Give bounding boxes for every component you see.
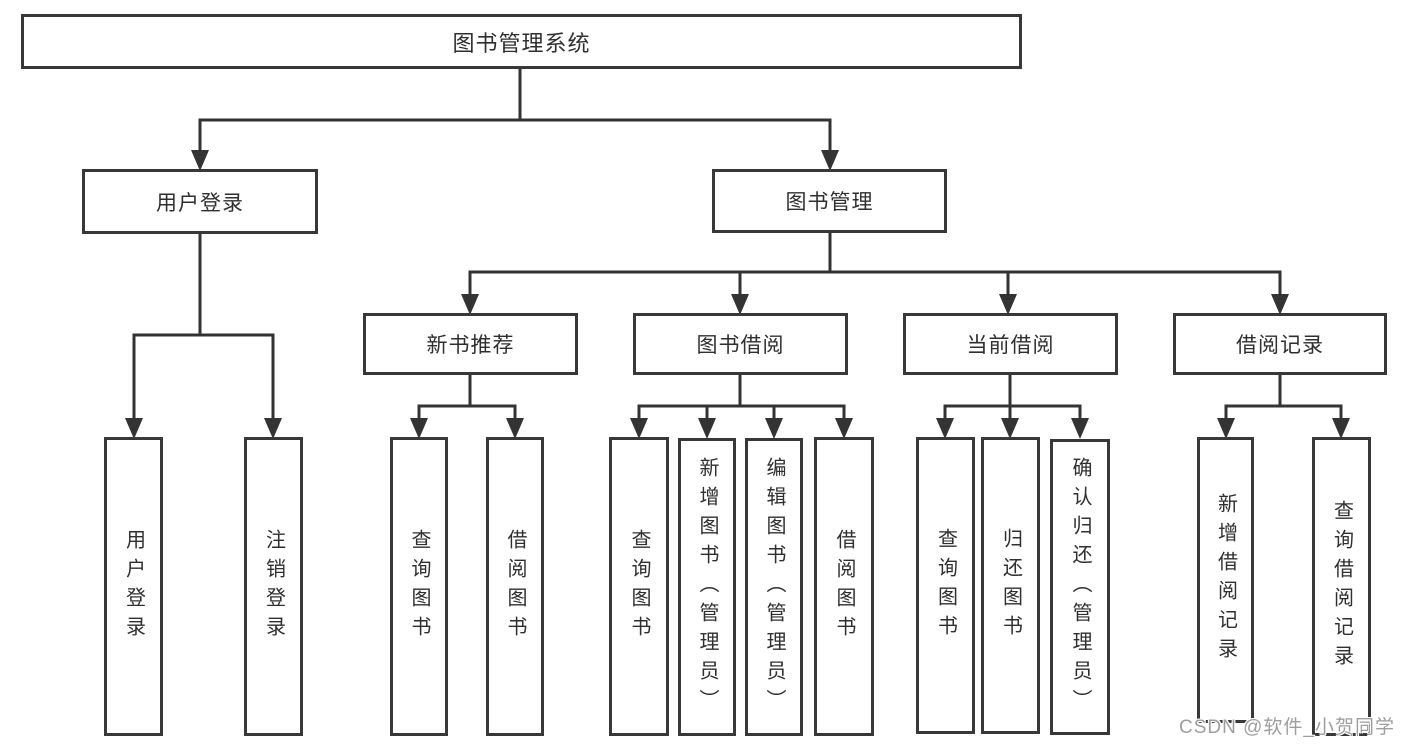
watermark: CSDN @软件_小贺同学 (1179, 717, 1395, 738)
leaf-user-login: 用户登录 (104, 437, 163, 736)
leaf-label: 借阅图书 (504, 528, 526, 645)
connector-root-to-level2 (198, 69, 832, 150)
leaf-label: 新增图书（管理员） (696, 456, 718, 718)
arrowhead (999, 294, 1017, 315)
arrowhead (835, 418, 853, 439)
node-root: 图书管理系统 (21, 14, 1022, 69)
leaf-label: 借阅图书 (833, 528, 855, 645)
leaf-confirm-return-admin: 确认归还（管理员） (1050, 439, 1110, 735)
leaf-borrow-books-a: 借阅图书 (486, 437, 544, 736)
leaf-query-borrow-record: 查询借阅记录 (1312, 437, 1371, 736)
arrowhead (1001, 418, 1019, 439)
arrowhead (936, 418, 954, 439)
arrowhead (1071, 418, 1089, 439)
connector-user-login-subtree (132, 234, 275, 420)
node-new-books: 新书推荐 (363, 313, 578, 375)
node-current-borrow: 当前借阅 (903, 313, 1118, 375)
arrowhead (410, 418, 428, 439)
leaf-label: 确认归还（管理员） (1069, 456, 1091, 718)
leaf-add-borrow-record: 新增借阅记录 (1197, 437, 1254, 723)
leaf-add-book-admin: 新增图书（管理员） (678, 438, 736, 736)
connector-borrow-records-subtree (1224, 375, 1343, 420)
node-book-borrow: 图书借阅 (633, 313, 848, 375)
connector-current-borrow-subtree (943, 375, 1082, 420)
node-book-mgmt: 图书管理 (712, 169, 947, 233)
arrowheads (125, 150, 1350, 439)
leaf-logout: 注销登录 (244, 437, 303, 736)
arrowhead (506, 418, 524, 439)
leaf-query-books-b: 查询图书 (609, 437, 669, 736)
arrowhead (191, 150, 209, 171)
connector-book-borrow-subtree (637, 375, 846, 420)
arrowhead (630, 418, 648, 439)
arrowhead (765, 418, 783, 439)
leaf-label: 注销登录 (262, 528, 285, 645)
arrowhead (1332, 418, 1350, 439)
connector-new-books-subtree (417, 375, 517, 420)
leaf-query-books-a: 查询图书 (390, 437, 448, 736)
leaf-label: 新增借阅记录 (1214, 493, 1237, 667)
leaf-label: 查询图书 (934, 527, 957, 644)
leaf-edit-book-admin: 编辑图书（管理员） (745, 438, 803, 736)
leaf-label: 归还图书 (999, 527, 1022, 644)
leaf-label: 用户登录 (122, 528, 145, 645)
leaf-label: 查询图书 (408, 528, 430, 645)
leaf-label: 查询图书 (628, 528, 650, 645)
arrowhead (264, 418, 282, 439)
connector-book-mgmt-subtree (468, 233, 1282, 296)
arrowhead (1271, 294, 1289, 315)
arrowhead (731, 294, 749, 315)
leaf-query-books-c: 查询图书 (916, 437, 975, 734)
arrowhead (125, 418, 143, 439)
arrowhead (461, 294, 479, 315)
node-borrow-records: 借阅记录 (1173, 313, 1387, 375)
leaf-return-books: 归还图书 (981, 437, 1040, 734)
leaf-label: 查询借阅记录 (1330, 499, 1353, 674)
leaf-borrow-books-b: 借阅图书 (814, 437, 874, 736)
arrowhead (1217, 418, 1235, 439)
leaf-label: 编辑图书（管理员） (763, 456, 785, 718)
arrowhead (698, 418, 716, 439)
arrowhead (821, 150, 839, 171)
node-user-login: 用户登录 (82, 169, 318, 234)
